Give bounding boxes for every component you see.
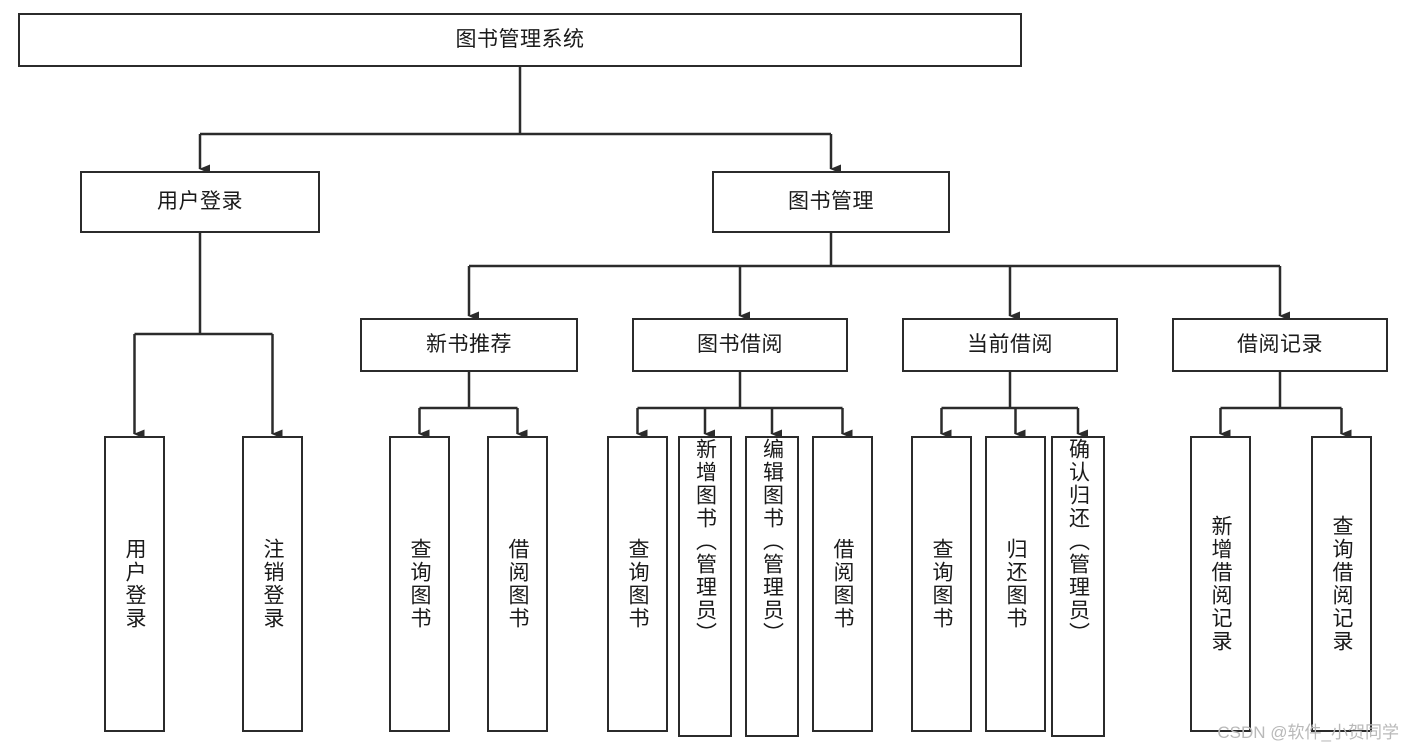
node-label: 查询借阅记录 (1330, 515, 1353, 653)
node-label: 归还图书 (1004, 538, 1027, 630)
node-l3-borrow-record[interactable]: 借阅记录 (1172, 318, 1388, 372)
node-l3-current-borrow[interactable]: 当前借阅 (902, 318, 1118, 372)
node-label: 新书推荐 (426, 332, 512, 356)
node-label: 新增图书（管理员） (693, 438, 717, 645)
node-label: 图书管理 (788, 189, 874, 213)
node-label: 查询图书 (626, 538, 649, 630)
node-leaf-query-book-c[interactable]: 查询图书 (911, 436, 972, 732)
node-label: 图书借阅 (697, 332, 783, 356)
node-l3-new-book-rec[interactable]: 新书推荐 (360, 318, 578, 372)
csdn-watermark: CSDN @软件_小贺同学 (1217, 723, 1399, 742)
node-leaf-query-book-a[interactable]: 查询图书 (389, 436, 450, 732)
edge-layer (133, 67, 1352, 439)
node-label: 图书管理系统 (455, 27, 585, 51)
node-label: 新增借阅记录 (1209, 515, 1232, 653)
node-label: 确认归还（管理员） (1066, 438, 1090, 645)
node-label: 查询图书 (408, 538, 431, 630)
node-leaf-query-book-b[interactable]: 查询图书 (607, 436, 668, 732)
node-l3-book-borrow[interactable]: 图书借阅 (632, 318, 848, 372)
node-root[interactable]: 图书管理系统 (18, 13, 1022, 67)
node-label: 用户登录 (157, 189, 243, 213)
node-label: 编辑图书（管理员） (760, 438, 784, 645)
node-leaf-user-login[interactable]: 用户登录 (104, 436, 165, 732)
node-l2-book-manage[interactable]: 图书管理 (712, 171, 950, 233)
node-leaf-add-record[interactable]: 新增借阅记录 (1190, 436, 1251, 732)
node-label: 借阅图书 (506, 538, 529, 630)
node-leaf-confirm-return[interactable]: 确认归还（管理员） (1051, 436, 1105, 737)
node-l2-user-login[interactable]: 用户登录 (80, 171, 320, 233)
node-leaf-logout[interactable]: 注销登录 (242, 436, 303, 732)
node-leaf-add-book[interactable]: 新增图书（管理员） (678, 436, 732, 737)
node-leaf-edit-book[interactable]: 编辑图书（管理员） (745, 436, 799, 737)
node-leaf-query-record[interactable]: 查询借阅记录 (1311, 436, 1372, 732)
node-leaf-borrow-book-b[interactable]: 借阅图书 (812, 436, 873, 732)
node-leaf-borrow-book-a[interactable]: 借阅图书 (487, 436, 548, 732)
node-label: 借阅图书 (831, 538, 854, 630)
node-label: 用户登录 (123, 538, 146, 630)
node-label: 当前借阅 (967, 332, 1053, 356)
node-label: 查询图书 (930, 538, 953, 630)
node-label: 注销登录 (261, 538, 284, 630)
node-leaf-return-book[interactable]: 归还图书 (985, 436, 1046, 732)
node-label: 借阅记录 (1237, 332, 1323, 356)
